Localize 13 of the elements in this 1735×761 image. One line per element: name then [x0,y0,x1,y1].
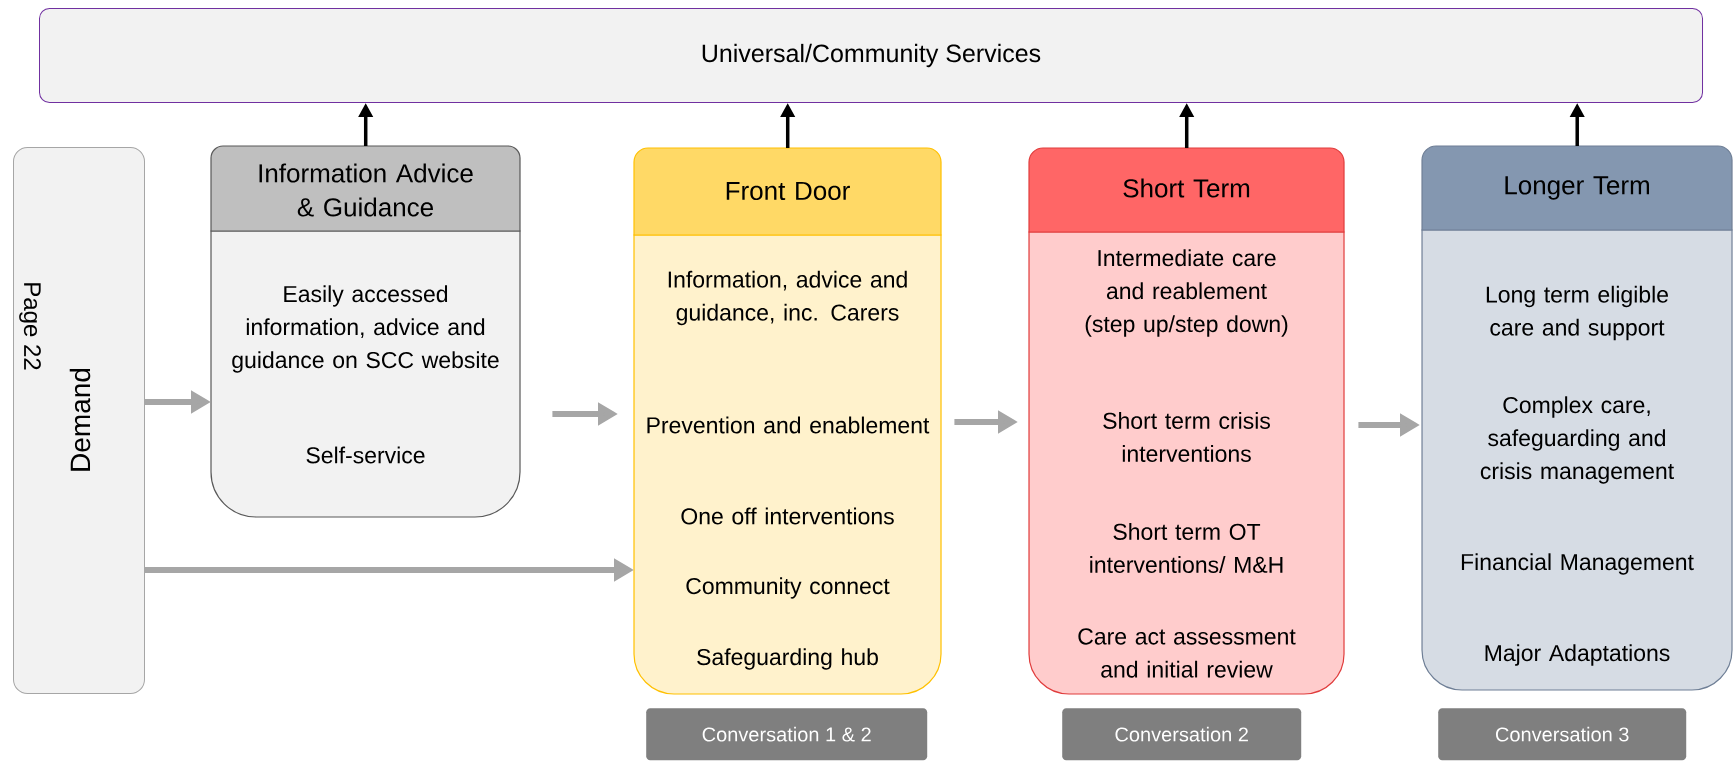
services-box: Universal/Community Services [39,8,1703,103]
column-box: Front Door Information, advice and guidance, inc. Carers Prevention and enablement One off interventions Community connect Safeguarding hub [633,147,942,695]
conversation-box: Conversation 1 & 2 [646,708,928,761]
node-label: Longer Term [1505,176,1649,200]
node-label: Front Door [726,181,850,201]
conversation-box: Conversation 3 [1438,708,1687,761]
column-box: Short Term Intermediate care and reablement (step up/step down) Short term crisis interventions Short term OT interventions/ M&H Care act assessment and initial review [1028,147,1345,695]
node-label: Short Term [1123,178,1250,198]
column-box: Longer Term Long term eligible care and support Complex care, safeguarding and crisis management Financial Management Major Adaptations [1421,145,1733,691]
node-label: Information Advice & Guidance [259,163,473,217]
page-number: Page 22 [19,283,41,370]
column-box: Information Advice & Guidance Easily accessed information, advice and guidance on SCC website Self-service [210,145,521,518]
conversation-box: Conversation 2 [1062,708,1302,761]
